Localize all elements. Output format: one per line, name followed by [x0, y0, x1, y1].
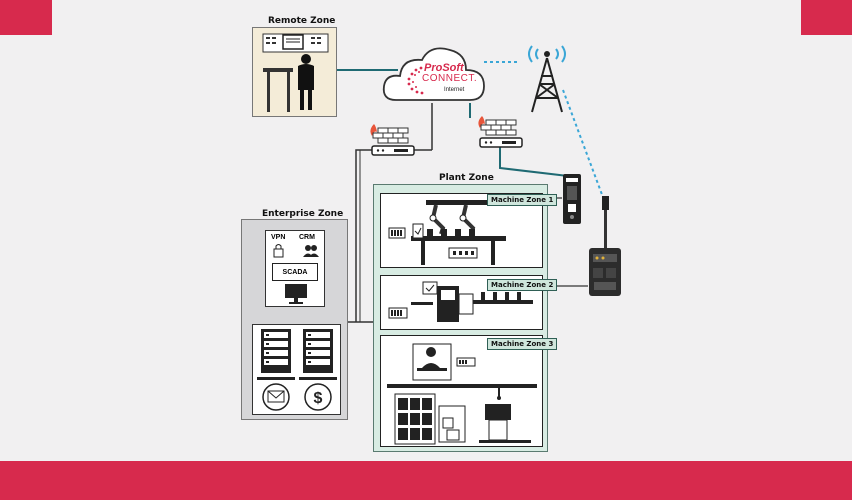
machine-zone-1-label: Machine Zone 1: [487, 194, 558, 206]
machine-zone-2-label: Machine Zone 2: [487, 279, 558, 291]
lock-icon: [273, 244, 319, 258]
apps-panel: VPN CRM SCADA: [265, 230, 325, 307]
vpn-label: VPN: [271, 234, 286, 241]
machine-zone-3: [380, 335, 543, 447]
cloud-brand-top: ProSoft: [424, 62, 464, 74]
cloud-sub-label: Internet: [444, 87, 465, 93]
server-rack-icon: [257, 329, 337, 380]
plant-zone-box: [373, 184, 548, 452]
robot-arm-icon: [388, 200, 506, 265]
top-left-accent-bar: [0, 0, 52, 35]
enterprise-zone-title: Enterprise Zone: [262, 209, 344, 219]
plant-zone-title: Plant Zone: [439, 173, 494, 183]
cell-tower-icon: [528, 45, 566, 113]
cloud-brand-bottom: CONNECT.: [422, 73, 478, 84]
machine-zone-1: [380, 193, 543, 268]
monitor-icon: [285, 284, 307, 304]
enterprise-zone-box: VPN CRM SCADA: [241, 219, 348, 420]
bottom-accent-bar: [0, 461, 852, 500]
mail-icon: [262, 383, 290, 411]
machine-zone-3-label: Machine Zone 3: [487, 338, 558, 350]
wireless-gateway-icon: [589, 196, 621, 296]
top-right-accent-bar: [801, 0, 852, 35]
worker-station-icon: [412, 343, 476, 381]
firewall-icon: [370, 124, 415, 156]
conveyor-icon: [388, 281, 533, 322]
scada-label: SCADA: [282, 269, 308, 276]
scada-screen: SCADA: [272, 263, 318, 281]
gateway-device-icon: [563, 174, 581, 224]
firewall-icon: [478, 116, 523, 148]
remote-zone-box: [252, 27, 337, 117]
remote-zone-title: Remote Zone: [268, 16, 336, 26]
svg-text:$: $: [314, 390, 323, 407]
server-panel: $: [252, 324, 341, 415]
crm-label: CRM: [299, 234, 315, 241]
prosoft-connect-cloud: ProSoft CONNECT. Internet: [380, 40, 488, 108]
dollar-icon: $: [304, 383, 332, 411]
worker-icon: [262, 33, 329, 112]
